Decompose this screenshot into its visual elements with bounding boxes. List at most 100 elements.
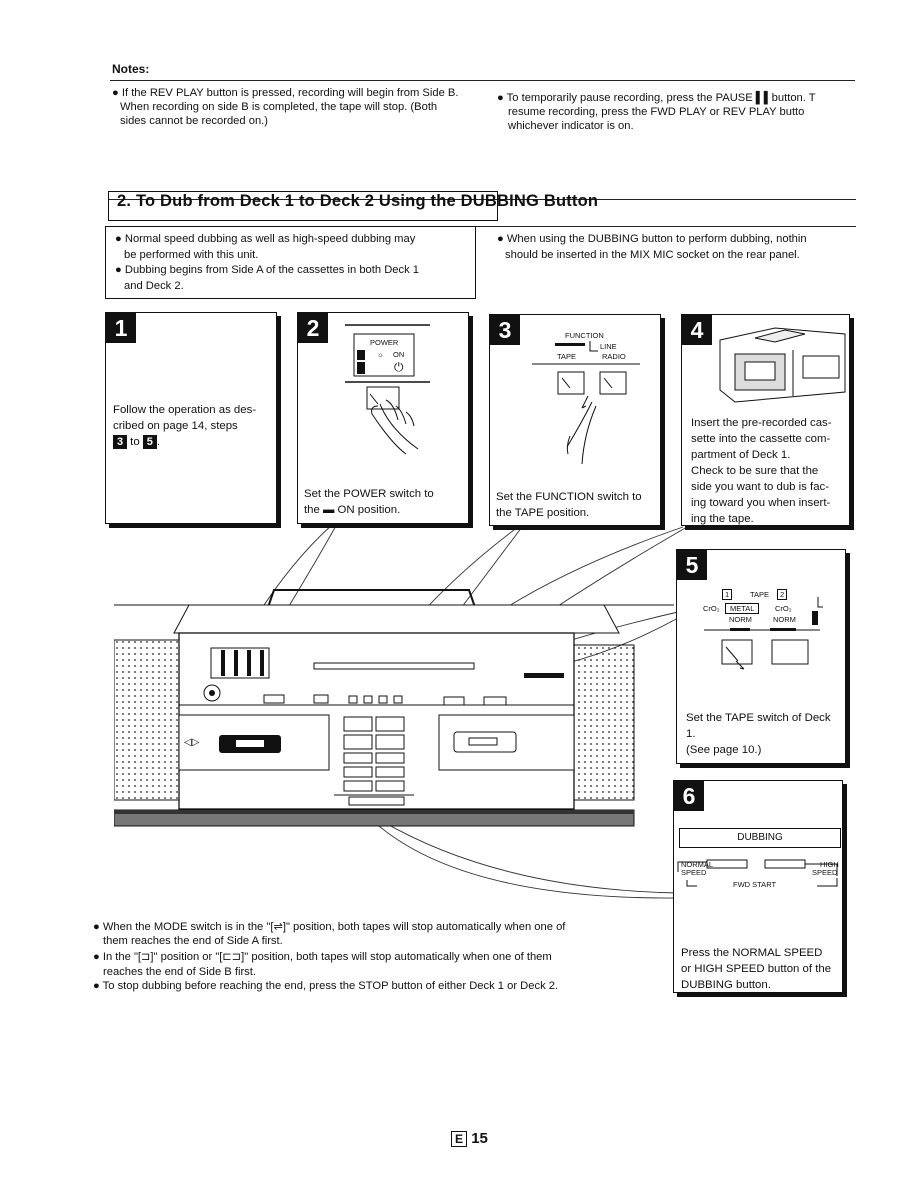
- section-rule-top: [108, 199, 856, 200]
- norm-label: NORM: [729, 615, 752, 624]
- cassette-insert-illustration: [719, 327, 846, 403]
- intro-text: ● When using the DUBBING button to perfo…: [497, 233, 807, 245]
- tape-label: TAPE: [750, 590, 770, 599]
- intro-right: ● When using the DUBBING button to perfo…: [497, 232, 867, 263]
- intro-text: be performed with this unit.: [124, 248, 259, 261]
- notes-right: ● To temporarily pause recording, press …: [497, 91, 862, 133]
- step-1-text: Follow the operation as des- cribed on p…: [113, 402, 273, 450]
- intro-text: ● Dubbing begins from Side A of the cass…: [115, 264, 420, 276]
- step-3-number: 3: [490, 315, 520, 345]
- page-letter: E: [451, 1131, 468, 1147]
- page-num: 15: [471, 1130, 488, 1147]
- line-label: LINE: [600, 342, 617, 351]
- step-1-to: to: [130, 436, 140, 448]
- step-6-number: 6: [674, 781, 704, 811]
- dubbing-buttons-illustration: [677, 859, 838, 887]
- power-switch-illustration: [345, 324, 430, 455]
- fwd-start-label: FWD START: [733, 880, 777, 889]
- note-text: ● If the REV PLAY button is pressed, rec…: [112, 87, 459, 99]
- step-ref-badge: 3: [113, 435, 127, 449]
- section-title-box: [108, 191, 498, 221]
- step-4-line: ing the tape.: [691, 513, 754, 525]
- intro-left: ● Normal speed dubbing as well as high-s…: [115, 232, 475, 294]
- notes-title: Notes:: [112, 62, 150, 76]
- radio-label: RADIO: [602, 352, 626, 361]
- function-switch-illustration: [532, 341, 640, 465]
- norm-label: NORM: [773, 615, 796, 624]
- step-5-number: 5: [677, 550, 707, 580]
- svg-text:◁▷: ◁▷: [184, 737, 200, 748]
- notes-left: ● If the REV PLAY button is pressed, rec…: [112, 86, 492, 128]
- power-label: POWER: [370, 338, 399, 347]
- speed-label: SPEED: [812, 868, 838, 877]
- step-6-line: or HIGH SPEED button of the: [681, 963, 832, 975]
- step-3-line: Set the FUNCTION switch to: [496, 491, 642, 503]
- bottom-note: reaches the end of Side B first.: [103, 965, 256, 978]
- step-3-line: the TAPE position.: [496, 507, 590, 519]
- step-5-box: [676, 549, 846, 764]
- step-4-line: side you want to dub is fac-: [691, 481, 830, 493]
- step-1-dot: .: [156, 436, 161, 448]
- step-1-line: 3 to 5.: [113, 434, 273, 450]
- deck-2-label: 2: [777, 589, 788, 600]
- intro-box: [105, 226, 476, 299]
- note-text: resume recording, press the FWD PLAY or …: [508, 106, 805, 118]
- step-5-line: (See page 10.): [686, 744, 762, 756]
- step-4-number: 4: [682, 315, 712, 345]
- power-icon: ⏻: [394, 360, 404, 374]
- tape-label: TAPE: [557, 352, 577, 361]
- cro2-label: CrO₂: [775, 604, 792, 613]
- step-2-box: [297, 312, 469, 524]
- section-rule-bottom: [108, 226, 856, 227]
- step-3-text: Set the FUNCTION switch to the TAPE posi…: [496, 489, 661, 521]
- step-1-box: [105, 312, 277, 524]
- bottom-note: ● To stop dubbing before reaching the en…: [93, 979, 559, 992]
- step-5-line: Set the TAPE switch of Deck: [686, 712, 831, 724]
- function-label: FUNCTION: [565, 331, 604, 340]
- step-4-text: Insert the pre-recorded cas- sette into …: [691, 415, 849, 527]
- dubbing-label: DUBBING: [679, 828, 841, 848]
- bottom-note: ● In the "[⊐]" position or "[⊏⊐]" positi…: [93, 951, 552, 964]
- step-4-line: sette into the cassette com-: [691, 433, 831, 445]
- intro-text: should be inserted in the MIX MIC socket…: [505, 248, 800, 261]
- step-2-number: 2: [298, 313, 328, 343]
- cro2-label: CrO₂: [703, 604, 720, 613]
- step-4-line: Check to be sure that the: [691, 465, 819, 477]
- bottom-note: ● When the MODE switch is in the "[⇌]" p…: [93, 921, 566, 933]
- step-6-box: [673, 780, 843, 993]
- bottom-notes: ● When the MODE switch is in the "[⇌]" p…: [93, 920, 663, 993]
- stereo-unit-illustration: ◁▷: [114, 589, 674, 827]
- sun-icon: ☼: [377, 350, 384, 359]
- intro-text: ● Normal speed dubbing as well as high-s…: [115, 233, 416, 245]
- note-text: sides cannot be recorded on.): [120, 115, 269, 127]
- normal-label: NORMAL: [681, 860, 714, 869]
- metal-label: METAL: [725, 603, 760, 614]
- high-label: HIGH: [820, 860, 839, 869]
- step-1-number: 1: [106, 313, 136, 343]
- step-4-line: Insert the pre-recorded cas-: [691, 417, 832, 429]
- step-6-text: Press the NORMAL SPEED or HIGH SPEED but…: [681, 945, 843, 993]
- note-text: ● To temporarily pause recording, press …: [497, 92, 816, 104]
- step-3-box: [489, 314, 661, 526]
- deck-1-label: 1: [722, 589, 733, 600]
- step-2-text: Set the POWER switch to the ▬ ON positio…: [304, 486, 464, 518]
- step-4-line: ing toward you when insert-: [691, 497, 831, 509]
- on-label: ON: [393, 350, 405, 359]
- step-4-line: partment of Deck 1.: [691, 449, 791, 461]
- speed-label: SPEED: [681, 868, 707, 877]
- step-ref-badge: 5: [142, 435, 157, 449]
- bottom-note: them reaches the end of Side A first.: [103, 935, 283, 948]
- step-1-line: Follow the operation as des-: [113, 404, 257, 416]
- step-2-line: the ▬ ON position.: [304, 504, 401, 516]
- intro-text: and Deck 2.: [124, 279, 184, 292]
- page-number: E 15: [451, 1130, 488, 1147]
- notes-rule: [110, 80, 855, 81]
- step-6-line: Press the NORMAL SPEED: [681, 947, 823, 959]
- step-2-line: Set the POWER switch to: [304, 488, 434, 500]
- step-6-line: DUBBING button.: [681, 979, 771, 991]
- section-title: 2. To Dub from Deck 1 to Deck 2 Using th…: [117, 192, 599, 210]
- step-5-line: 1.: [686, 728, 696, 740]
- step-5-text: Set the TAPE switch of Deck 1. (See page…: [686, 710, 846, 758]
- note-text: whichever indicator is on.: [508, 120, 634, 132]
- note-text: When recording on side B is completed, t…: [120, 101, 438, 113]
